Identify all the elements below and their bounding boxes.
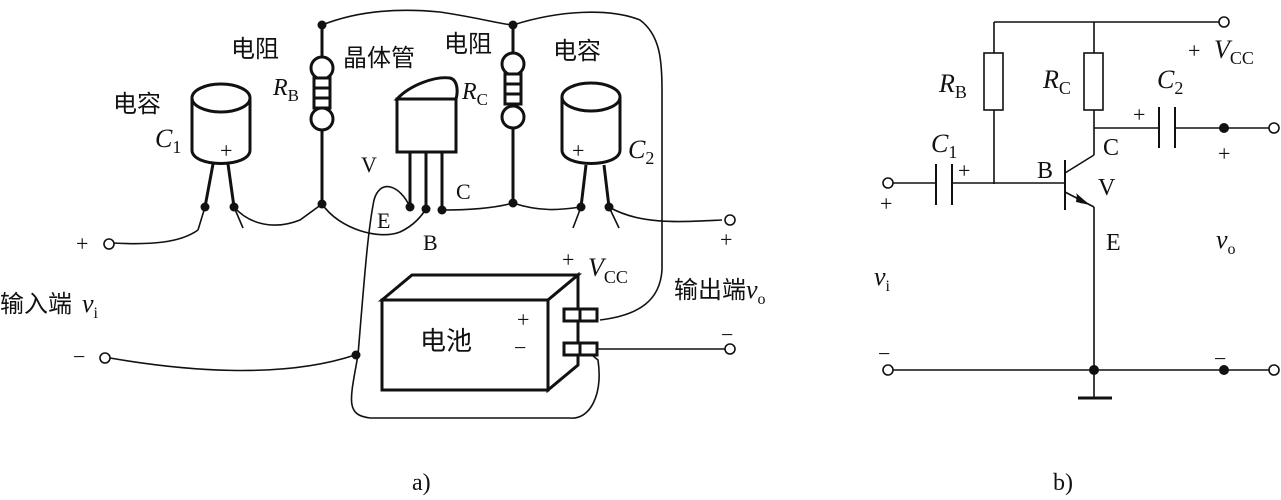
c2-polarity-b: + [1133,102,1145,127]
c2-polarity: + [572,138,584,163]
collector-label-b: C [1103,135,1119,161]
resistor-rb-symbol [983,52,1004,111]
output-label: 输出端vo [674,275,766,308]
resistor-rb [309,25,335,204]
vcc-label-b: VCC [1214,35,1254,68]
input-minus-sign: − [73,344,85,369]
battery-plus-label: + [517,307,529,332]
c1-name-label: 电容 [113,90,161,118]
rc-symbol-label: RC [461,79,488,109]
transistor-label-b: V [1098,175,1116,201]
wire-top-rb-rc [321,9,514,26]
wire-input-plus [112,229,199,245]
vcc-terminal [1218,16,1230,28]
resistor-rc-symbol [1083,52,1104,111]
output-minus-terminal-b [1268,364,1280,376]
pin-e-label: E [377,208,390,233]
emitter-label-b: E [1106,230,1121,256]
battery-minus-label: − [514,335,526,360]
rb-symbol-label: RB [272,75,299,105]
transistor-name-label: 晶体管 [343,44,415,72]
capacitor-c2 [560,81,622,229]
npn-transistor-symbol [1064,154,1095,370]
wire-collector-rc [441,202,514,211]
vcc-plus-sign-b: + [1188,38,1200,63]
figure-a-pictorial-circuit: 电容 C1 + 电阻 RB 晶体管 RC 电阻 V E B C 电容 C2 + … [0,9,766,496]
c1-polarity-b: + [958,158,970,183]
output-minus-sign: − [721,322,733,347]
input-plus-terminal-b [882,177,894,189]
output-voltage-label-b: vo [1216,225,1236,258]
c1-polarity: + [220,138,232,163]
wire-input-minus [109,354,356,372]
caption-a: a) [412,470,431,496]
output-minus-terminal [724,343,736,355]
wire-rc-c2 [512,202,582,211]
input-minus-terminal [99,352,111,364]
wire-c2-output [608,206,723,223]
output-plus-sign: + [720,227,732,252]
battery-name-label: 电池 [420,327,472,357]
rc-label-b: RC [1042,65,1071,98]
output-plus-terminal-b [1268,122,1280,134]
pin-b-label: B [423,230,438,255]
battery [377,271,599,394]
input-plus-terminal [103,238,115,250]
input-minus-sign-b: − [878,341,890,366]
figure-b-schematic: + VCC RB RC C2 + C1 + B C V E + − vo + −… [874,16,1280,496]
wire-rb-emitter [321,203,427,236]
rb-name-label: 电阻 [231,35,279,63]
transistor-symbol-v: V [361,152,377,177]
wire-top-rc-vcc [512,11,663,321]
resistor-rc [500,25,526,203]
output-minus-node [1219,365,1229,375]
c2-label-b: C2 [1157,65,1183,98]
input-plus-sign: + [76,231,88,256]
wire-c1-rb [233,203,323,226]
c2-symbol-label: C2 [628,135,654,168]
input-plus-sign-b: + [880,191,892,216]
pin-c-label: C [456,179,471,204]
output-plus-sign-b: + [1218,141,1230,166]
input-minus-terminal-b [882,364,894,376]
capacitor-c1 [190,82,252,231]
c1-label-b: C1 [931,129,957,162]
vcc-plus-label: + [562,247,574,272]
input-voltage-label-b: vi [874,262,891,295]
rc-name-label: 电阻 [444,30,492,58]
output-plus-terminal [724,214,736,226]
vcc-label-a: VCC [588,253,628,287]
caption-b: b) [1053,470,1073,496]
c1-symbol-label: C1 [155,124,181,157]
output-plus-node [1219,123,1229,133]
base-label-b: B [1037,158,1053,184]
c2-name-label: 电容 [553,37,601,65]
junction-dots [200,20,614,360]
rb-label-b: RB [938,69,967,102]
transistor-v [393,76,459,210]
output-minus-sign-b: − [1214,346,1226,371]
